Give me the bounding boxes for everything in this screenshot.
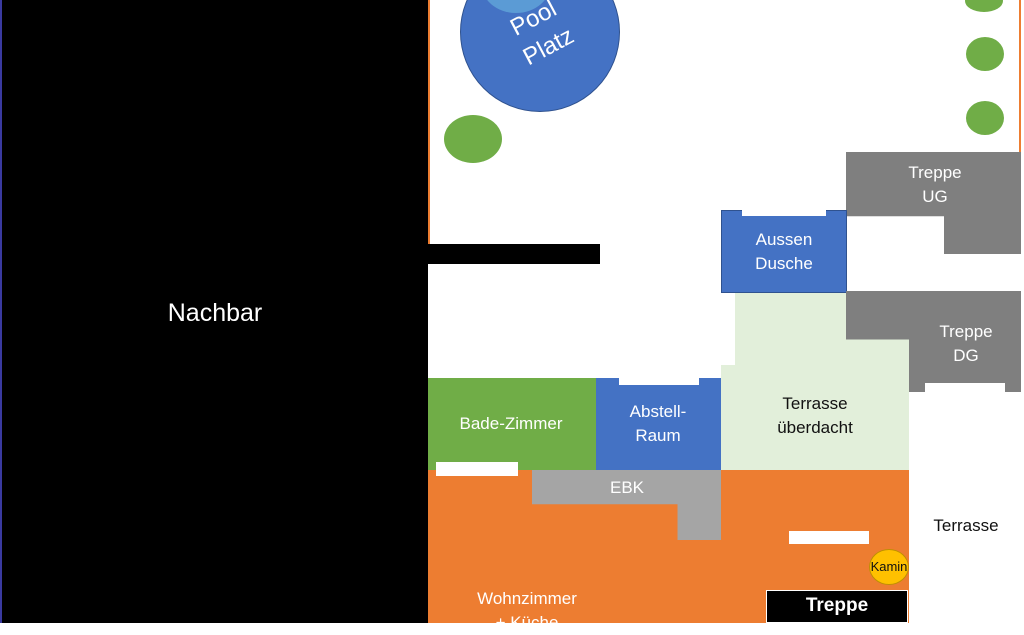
storage-room-door [619, 378, 699, 385]
stairs-dg-door [925, 383, 1005, 392]
boundary-line-right [1019, 0, 1021, 152]
living-kitchen-label: Wohnzimmer + Küche [477, 589, 577, 632]
neighbor-label: Nachbar [167, 299, 263, 327]
outdoor-shower-label: Aussen Dusche [755, 230, 813, 273]
stairs-main-label: Treppe [805, 595, 869, 616]
stairs-ug-label: Treppe UG [908, 163, 962, 206]
outdoor-shower [721, 210, 847, 293]
storage-room-label: Abstell- Raum [629, 402, 687, 445]
fireplace-label: Kamin [870, 559, 908, 574]
bathroom-door [436, 462, 518, 476]
fireplace [869, 549, 909, 585]
bathroom [428, 378, 596, 470]
tree [965, 0, 1003, 12]
terrace-door [789, 531, 869, 544]
outdoor-shower-door [742, 210, 826, 216]
tree [444, 115, 502, 163]
tree [966, 37, 1004, 71]
stairs-dg-label: Treppe DG [939, 322, 993, 365]
covered-terrace-notch [721, 293, 735, 365]
fitted-kitchen-label: EBK [609, 478, 645, 497]
storage-room [596, 378, 721, 470]
tree [966, 101, 1004, 135]
stairs-main [766, 590, 908, 623]
boundary-line-left [428, 0, 430, 244]
bathroom-label: Bade-Zimmer [459, 414, 563, 433]
terrace-label: Terrasse [933, 516, 999, 535]
wall-segment [428, 244, 600, 264]
neighbor-area [0, 0, 428, 623]
covered-terrace-label: Terrasse überdacht [777, 394, 853, 437]
